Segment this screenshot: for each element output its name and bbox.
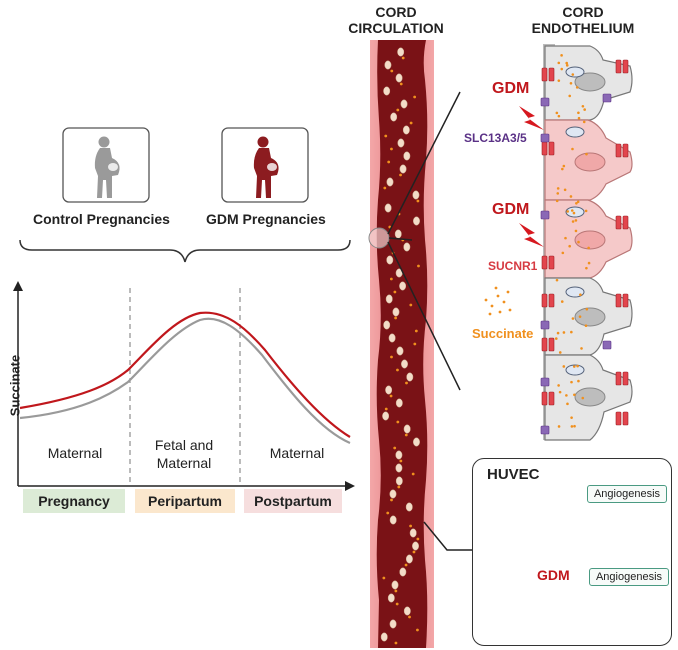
- phase-label-postpartum: Postpartum: [254, 493, 332, 509]
- huvec-gdm-label: GDM: [537, 567, 570, 583]
- umbilical-cord-vessel: [368, 40, 434, 648]
- series-gdm-line: [19, 311, 351, 438]
- succinate-dots: [484, 54, 591, 428]
- slc13a3-transporter-icons: [540, 93, 612, 435]
- endothelium-strip: [484, 44, 633, 441]
- x-axis-arrow: [345, 481, 355, 491]
- pregnancy-band: [23, 489, 125, 513]
- region-label-fetal-maternal: Fetal and Maternal: [154, 437, 214, 471]
- phase-label-peripartum: Peripartum: [148, 493, 222, 509]
- y-axis-label: Succinate: [7, 354, 23, 417]
- y-axis-arrow: [13, 281, 23, 291]
- control-pregnancies-label: Control Pregnancies: [33, 211, 170, 227]
- series-control-line: [19, 317, 351, 445]
- cord-circulation-title: CORD CIRCULATION: [348, 4, 444, 36]
- succinate-label: Succinate: [472, 326, 534, 341]
- zoom-circle: [368, 227, 390, 249]
- transporter-label: SLC13A3/5: [464, 131, 527, 145]
- huvec-title: HUVEC: [487, 466, 540, 483]
- angiogenesis-down-tag: Angiogenesis: [589, 568, 669, 586]
- succinate-chart: [13, 281, 355, 513]
- gdm-label-1: GDM: [492, 80, 530, 97]
- pregnant-woman-grey-icon: [94, 136, 120, 198]
- pregnant-woman-red-icon: [253, 136, 279, 198]
- receptor-label: SUCNR1: [488, 259, 538, 273]
- grouping-brace: [19, 239, 351, 263]
- sucnr1-receptor-icons: [541, 59, 629, 426]
- peripartum-band: [135, 489, 235, 513]
- gdm-pregnancies-label: GDM Pregnancies: [206, 211, 326, 227]
- blood-cells: [380, 47, 420, 645]
- postpartum-band: [244, 489, 342, 513]
- region-label-maternal-2: Maternal: [269, 445, 325, 461]
- phase-label-pregnancy: Pregnancy: [38, 493, 110, 509]
- control-pregnancy-panel: [62, 127, 150, 203]
- gdm-label-2: GDM: [492, 201, 530, 218]
- angiogenesis-up-tag: Angiogenesis: [587, 485, 667, 503]
- cord-endothelium-title: CORD ENDOTHELIUM: [531, 4, 635, 36]
- gdm-pregnancy-panel: [221, 127, 309, 203]
- region-label-maternal-1: Maternal: [47, 445, 103, 461]
